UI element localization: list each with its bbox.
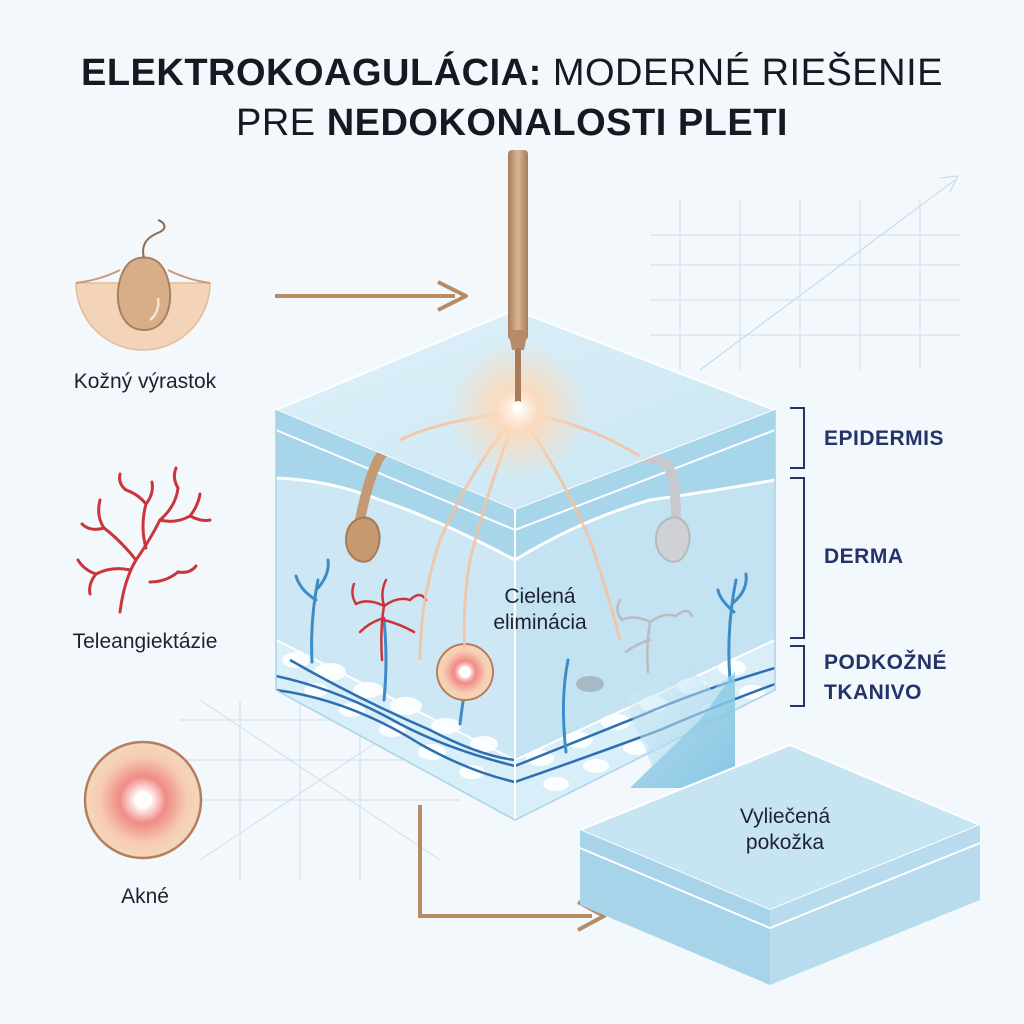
electrode-probe — [508, 150, 528, 411]
title-light-1: MODERNÉ RIEŠENIE — [541, 52, 943, 94]
epidermis-label: EPIDERMIS — [824, 427, 945, 450]
healed-skin-label: Vyliečená pokožka — [710, 804, 860, 856]
title-light-2: PRE — [236, 102, 327, 144]
healed-skin-slab — [577, 743, 983, 985]
telangiectasia-label: Teleangiektázie — [72, 630, 218, 653]
flow-arrow-top — [275, 280, 468, 312]
subcutis-label: PODKOŽNÉ TKANIVO — [824, 648, 947, 708]
healed-skin-line1: Vyliečená — [739, 805, 831, 828]
subcutis-label-line2: TKANIVO — [824, 681, 922, 704]
title-bold-2: NEDOKONALOSTI PLETI — [326, 102, 788, 144]
healed-skin-line2: pokožka — [745, 831, 825, 854]
derma-label: DERMA — [824, 545, 904, 568]
acne-label: Akné — [121, 885, 169, 908]
page-title: ELEKTROKOAGULÁCIA: MODERNÉ RIEŠENIE PRE … — [0, 48, 1024, 148]
skin-tag-label: Kožný výrastok — [73, 370, 217, 393]
flow-arrow-bottom — [418, 805, 606, 932]
spider-veins-icon — [76, 466, 212, 614]
skin-tag-icon — [75, 219, 211, 351]
targeted-elimination-line1: Cielená — [504, 585, 576, 608]
layer-brackets — [790, 407, 805, 707]
result-arrow — [625, 660, 735, 788]
targeted-elimination-label: Cielená eliminácia — [470, 584, 610, 636]
targeted-elimination-line2: eliminácia — [493, 611, 587, 634]
acne-icon — [83, 740, 203, 860]
title-bold-1: ELEKTROKOAGULÁCIA: — [81, 52, 542, 94]
subcutis-label-line1: PODKOŽNÉ — [824, 651, 948, 674]
